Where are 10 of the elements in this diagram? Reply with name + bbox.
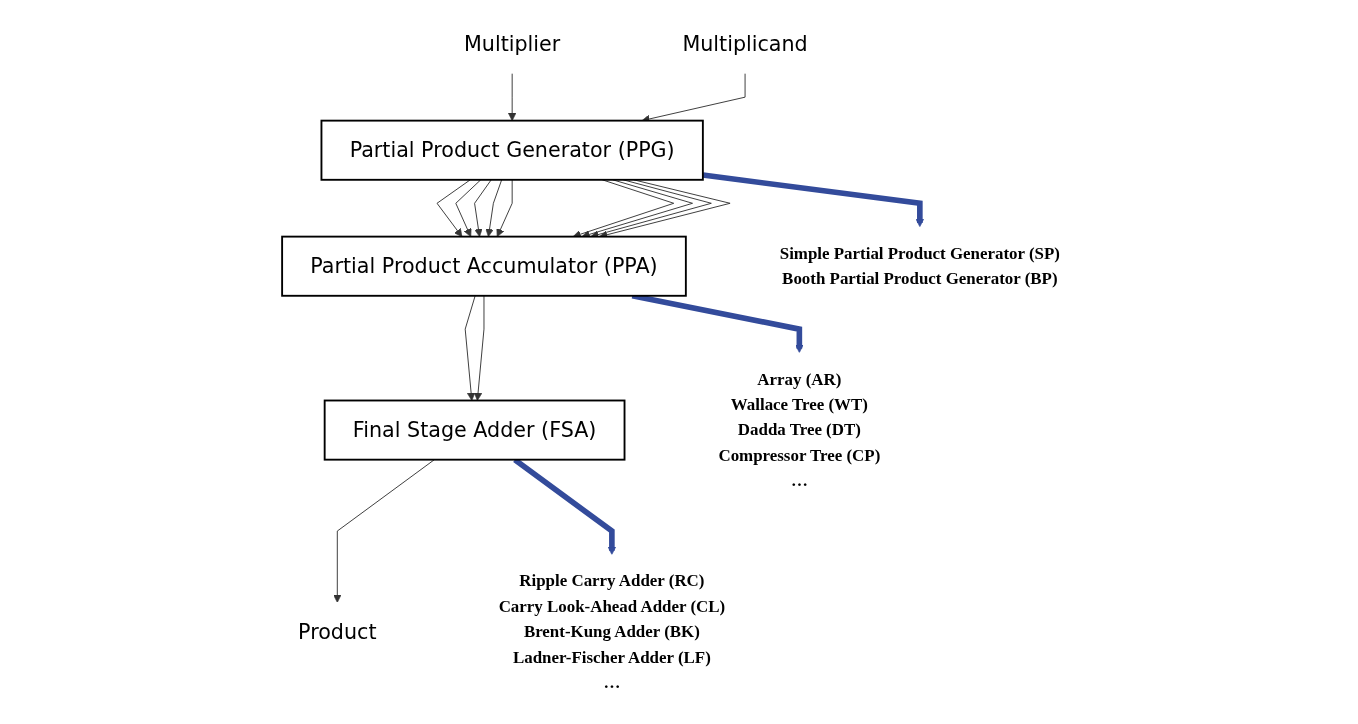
- node-box: Final Stage Adder (FSA): [323, 399, 626, 461]
- node-text: Simple Partial Product Generator (SP) Booth Partial Product Generator (BP): [779, 243, 1060, 288]
- node-text: Multiplicand: [682, 32, 808, 56]
- node-text: Multiplier: [464, 32, 561, 56]
- node-box: Partial Product Accumulator (PPA): [281, 235, 687, 297]
- node-box: Partial Product Generator (PPG): [320, 119, 704, 181]
- node-text: Array (AR) Wallace Tree (WT) Dadda Tree (DT) Compressor Tree (CP) …: [718, 369, 881, 490]
- arrow: [702, 172, 924, 228]
- node-text: Product: [298, 620, 377, 644]
- node-text: Ripple Carry Adder (RC) Carry Look-Ahead Adder (CL) Brent-Kung Adder (BK) Ladner-Fischer Adder (LF) …: [498, 571, 726, 692]
